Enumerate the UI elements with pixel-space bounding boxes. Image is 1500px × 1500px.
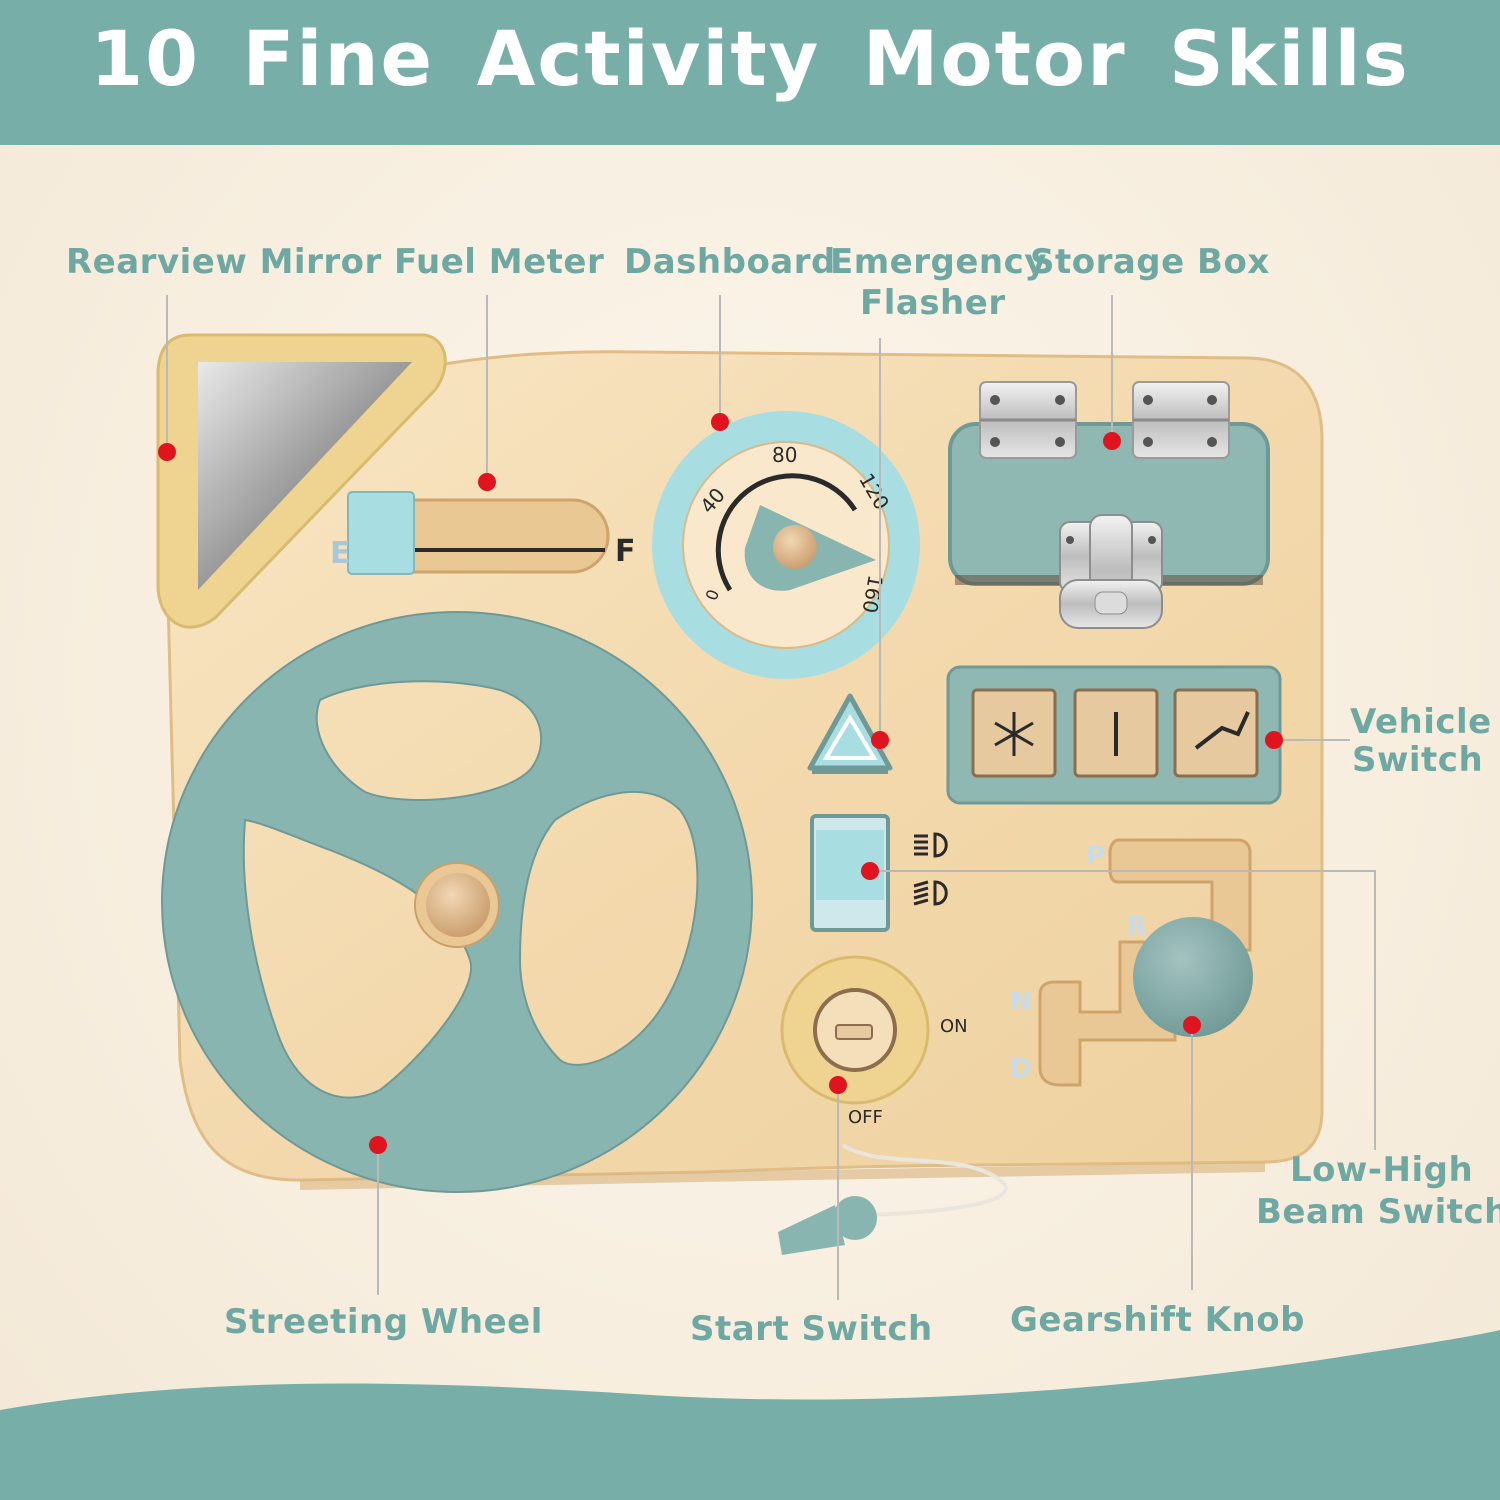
ignition-switch[interactable]: ON OFF	[780, 955, 968, 1128]
title-banner	[0, 0, 1500, 145]
label-gearshift-knob: Gearshift Knob	[1010, 1300, 1305, 1340]
marker-steering	[369, 1136, 387, 1154]
fuel-f-label: F	[615, 534, 636, 569]
seat-heater-switch[interactable]	[1173, 688, 1259, 778]
horn-knob[interactable]	[426, 873, 490, 937]
label-start-switch: Start Switch	[690, 1309, 933, 1349]
marker-start	[829, 1076, 847, 1094]
hinge-right	[1132, 381, 1230, 459]
marker-mirror	[158, 443, 176, 461]
gear-shift[interactable]: P R N D	[1010, 838, 1253, 1087]
snowflake-switch[interactable]	[971, 688, 1057, 778]
speedometer[interactable]: 0 40 80 120 160	[652, 411, 920, 679]
gear-n-label: N	[1010, 987, 1032, 1017]
label-rearview-mirror: Rearview Mirror	[66, 242, 382, 282]
steering-wheel[interactable]	[160, 610, 754, 1194]
ignition-on-label: ON	[940, 1016, 968, 1037]
headlight-high-icon	[914, 832, 948, 858]
gear-p-label: P	[1086, 841, 1105, 871]
label-vehicle-switch: Switch	[1352, 740, 1484, 780]
storage-box[interactable]	[948, 381, 1270, 629]
label-emergency: Emergency	[830, 242, 1047, 282]
marker-dashboard	[711, 413, 729, 431]
headlight-low-icon	[913, 880, 948, 906]
label-fuel-meter: Fuel Meter	[394, 242, 605, 282]
marker-fuel	[478, 473, 496, 491]
warning-triangle-icon	[822, 714, 878, 760]
ignition-off-label: OFF	[848, 1107, 883, 1128]
callout-lines	[166, 295, 1376, 1300]
gearshift-knob[interactable]	[1133, 917, 1253, 1037]
label-flasher: Flasher	[860, 283, 1006, 323]
marker-flasher	[871, 731, 889, 749]
emergency-flasher-button[interactable]	[807, 693, 893, 774]
label-dashboard: Dashboard	[624, 242, 836, 282]
marker-storage	[1103, 432, 1121, 450]
marker-gearshift	[1183, 1016, 1201, 1034]
hinge-left	[979, 381, 1077, 459]
callout-markers	[158, 413, 1283, 1154]
speedometer-knob[interactable]	[773, 525, 817, 569]
box-latch[interactable]	[1059, 514, 1163, 629]
marker-beam-switch	[861, 862, 879, 880]
ignition-key[interactable]	[778, 1143, 1008, 1255]
bar-switch[interactable]	[1073, 688, 1159, 778]
gear-r-label: R	[1127, 912, 1147, 942]
snowflake-icon	[994, 712, 1034, 756]
vehicle-switch-panel[interactable]	[946, 665, 1282, 805]
marker-vehicle-switch	[1265, 731, 1283, 749]
rearview-mirror[interactable]	[156, 333, 447, 629]
label-low-high: Low-High	[1290, 1150, 1474, 1190]
label-beam-switch: Beam Switch	[1256, 1192, 1500, 1232]
speed-80-label: 80	[772, 443, 797, 467]
gear-d-label: D	[1010, 1054, 1032, 1084]
fuel-meter[interactable]: E F	[330, 491, 636, 575]
label-storage-box: Storage Box	[1030, 242, 1270, 282]
label-steering-wheel: Streeting Wheel	[224, 1302, 543, 1342]
label-vehicle: Vehicle	[1350, 702, 1492, 742]
page-title: 10 Fine Activity Motor Skills	[90, 14, 1410, 103]
fuel-slider[interactable]	[347, 491, 415, 575]
fuel-e-label: E	[330, 536, 351, 571]
seat-heater-icon	[1194, 711, 1250, 750]
